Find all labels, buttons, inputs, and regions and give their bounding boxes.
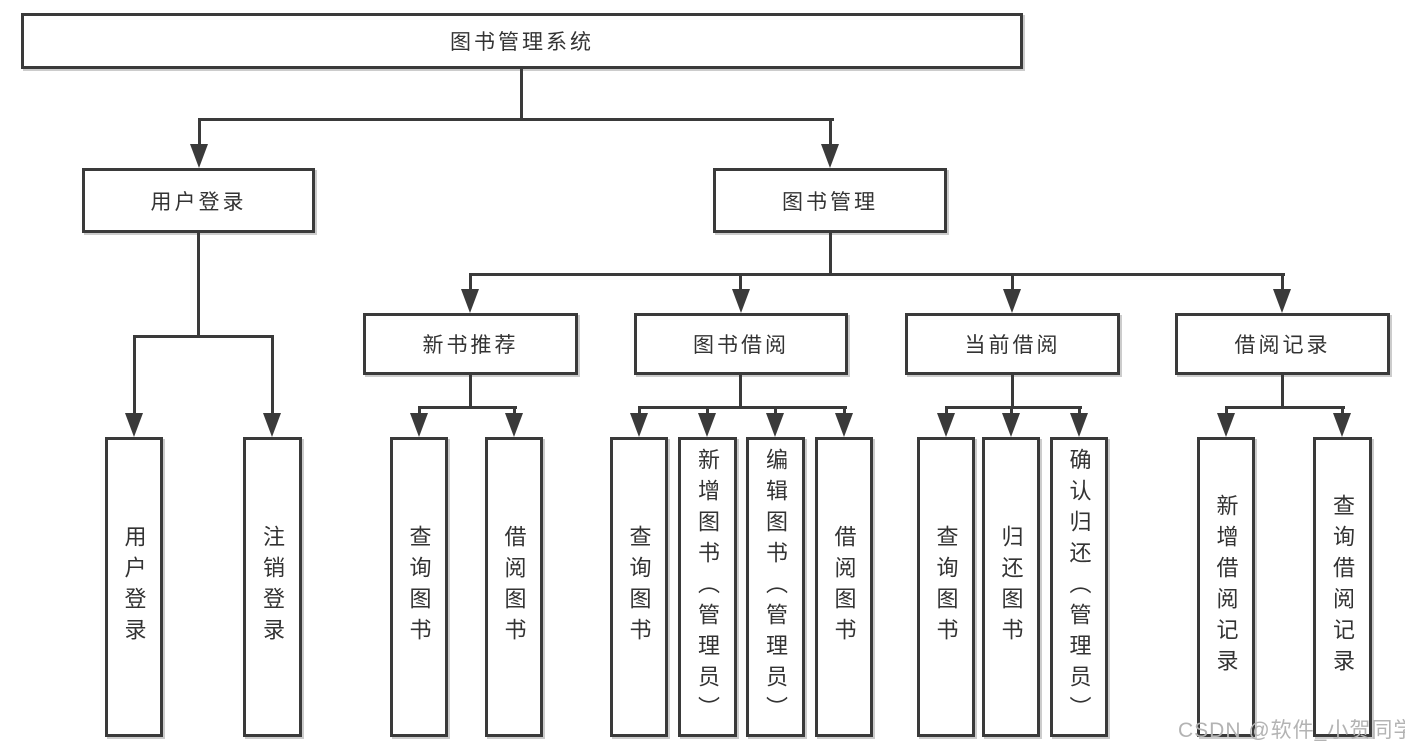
leaf-borrowing-query-book: 查询图书 xyxy=(610,437,668,737)
arrowhead-cb-return xyxy=(1002,413,1020,437)
connector-user-login-split xyxy=(133,335,274,338)
leaf-user-login: 用户登录 xyxy=(105,437,163,737)
leaf-query-borrow-record: 查询借阅记录 xyxy=(1313,437,1372,737)
leaf-current-query-book: 查询图书 xyxy=(917,437,975,737)
connector-user-login-vertical xyxy=(197,233,200,338)
connector-level2-horizontal xyxy=(198,118,834,121)
connector-rec-query-shaft xyxy=(418,406,421,416)
connector-root-vertical xyxy=(520,69,523,121)
leaf-add-book-admin: 新增图书（管理员） xyxy=(678,437,737,737)
connector-borrowrecord-split xyxy=(1225,406,1345,409)
arrowhead-login-leaf xyxy=(125,413,143,437)
leaf-current-query-book-label: 查询图书 xyxy=(933,525,959,649)
node-borrowing-records: 借阅记录 xyxy=(1175,313,1390,375)
arrowhead-user-login xyxy=(190,144,208,168)
leaf-add-borrow-record-label: 新增借阅记录 xyxy=(1213,494,1239,680)
connector-bb-edit-shaft xyxy=(774,406,777,416)
leaf-recommend-borrow-book: 借阅图书 xyxy=(485,437,543,737)
leaf-logout: 注销登录 xyxy=(243,437,302,737)
leaf-recommend-query-book: 查询图书 xyxy=(390,437,448,737)
arrowhead-br-add xyxy=(1217,413,1235,437)
arrowhead-bookborrow xyxy=(732,289,750,313)
arrowhead-bb-edit xyxy=(766,413,784,437)
connector-currentborrow-vertical xyxy=(1011,375,1014,409)
leaf-return-book-label: 归还图书 xyxy=(998,525,1024,649)
leaf-add-book-admin-label: 新增图书（管理员） xyxy=(695,447,721,727)
arrowhead-book-mgmt xyxy=(821,144,839,168)
connector-bb-borrow-shaft xyxy=(843,406,846,416)
connector-cb-return-shaft xyxy=(1010,406,1013,416)
node-book-borrowing: 图书借阅 xyxy=(634,313,848,375)
connector-bb-query-shaft xyxy=(638,406,641,416)
connector-newbook-vertical xyxy=(469,375,472,409)
arrowhead-currentborrow xyxy=(1003,289,1021,313)
csdn-watermark: CSDN @软件_小贺同学 xyxy=(1178,719,1405,742)
connector-login-leaf-shaft xyxy=(133,335,136,415)
connector-logout-leaf-shaft xyxy=(271,335,274,415)
leaf-recommend-query-book-label: 查询图书 xyxy=(406,525,432,649)
arrowhead-rec-borrow xyxy=(505,413,523,437)
connector-bb-add-shaft xyxy=(706,406,709,416)
leaf-logout-label: 注销登录 xyxy=(260,525,286,649)
leaf-user-login-label: 用户登录 xyxy=(121,525,147,649)
arrowhead-cb-confirm xyxy=(1070,413,1088,437)
connector-bookborrow-split xyxy=(638,406,847,409)
leaf-add-borrow-record: 新增借阅记录 xyxy=(1197,437,1255,737)
leaf-borrowing-query-book-label: 查询图书 xyxy=(626,525,652,649)
node-user-login: 用户登录 xyxy=(82,168,315,233)
connector-bookborrow-shaft xyxy=(739,273,742,291)
leaf-confirm-return-admin-label: 确认归还（管理员） xyxy=(1066,447,1092,727)
leaf-borrowing-borrow-book: 借阅图书 xyxy=(815,437,873,737)
connector-br-query-shaft xyxy=(1341,406,1344,416)
arrowhead-cb-query xyxy=(937,413,955,437)
connector-borrowrecord-shaft xyxy=(1281,273,1284,291)
node-current-borrowing: 当前借阅 xyxy=(905,313,1120,375)
arrowhead-bb-query xyxy=(630,413,648,437)
connector-currentborrow-shaft xyxy=(1011,273,1014,291)
arrowhead-borrowrecord xyxy=(1273,289,1291,313)
connector-book-mgmt-shaft xyxy=(829,118,832,146)
leaf-query-borrow-record-label: 查询借阅记录 xyxy=(1330,494,1356,680)
connector-br-add-shaft xyxy=(1225,406,1228,416)
connector-cb-query-shaft xyxy=(945,406,948,416)
connector-book-mgmt-vertical xyxy=(829,233,832,276)
leaf-return-book: 归还图书 xyxy=(982,437,1040,737)
leaf-borrowing-borrow-book-label: 借阅图书 xyxy=(831,525,857,649)
node-new-book-recommend: 新书推荐 xyxy=(363,313,578,375)
leaf-recommend-borrow-book-label: 借阅图书 xyxy=(501,525,527,649)
leaf-edit-book-admin-label: 编辑图书（管理员） xyxy=(763,447,789,727)
connector-bookborrow-vertical xyxy=(739,375,742,409)
arrowhead-logout-leaf xyxy=(263,413,281,437)
arrowhead-bb-borrow xyxy=(835,413,853,437)
leaf-edit-book-admin: 编辑图书（管理员） xyxy=(746,437,805,737)
connector-cb-confirm-shaft xyxy=(1078,406,1081,416)
node-library-system: 图书管理系统 xyxy=(21,13,1023,69)
arrowhead-newbook xyxy=(461,289,479,313)
connector-user-login-shaft xyxy=(198,118,201,146)
connector-currentborrow-split xyxy=(945,406,1082,409)
arrowhead-br-query xyxy=(1333,413,1351,437)
connector-rec-borrow-shaft xyxy=(513,406,516,416)
connector-level3-horizontal xyxy=(469,273,1285,276)
connector-newbook-shaft xyxy=(469,273,472,291)
arrowhead-bb-add xyxy=(698,413,716,437)
connector-borrowrecord-vertical xyxy=(1281,375,1284,409)
leaf-confirm-return-admin: 确认归还（管理员） xyxy=(1050,437,1108,737)
node-book-management: 图书管理 xyxy=(713,168,947,233)
connector-newbook-split xyxy=(418,406,517,409)
arrowhead-rec-query xyxy=(410,413,428,437)
